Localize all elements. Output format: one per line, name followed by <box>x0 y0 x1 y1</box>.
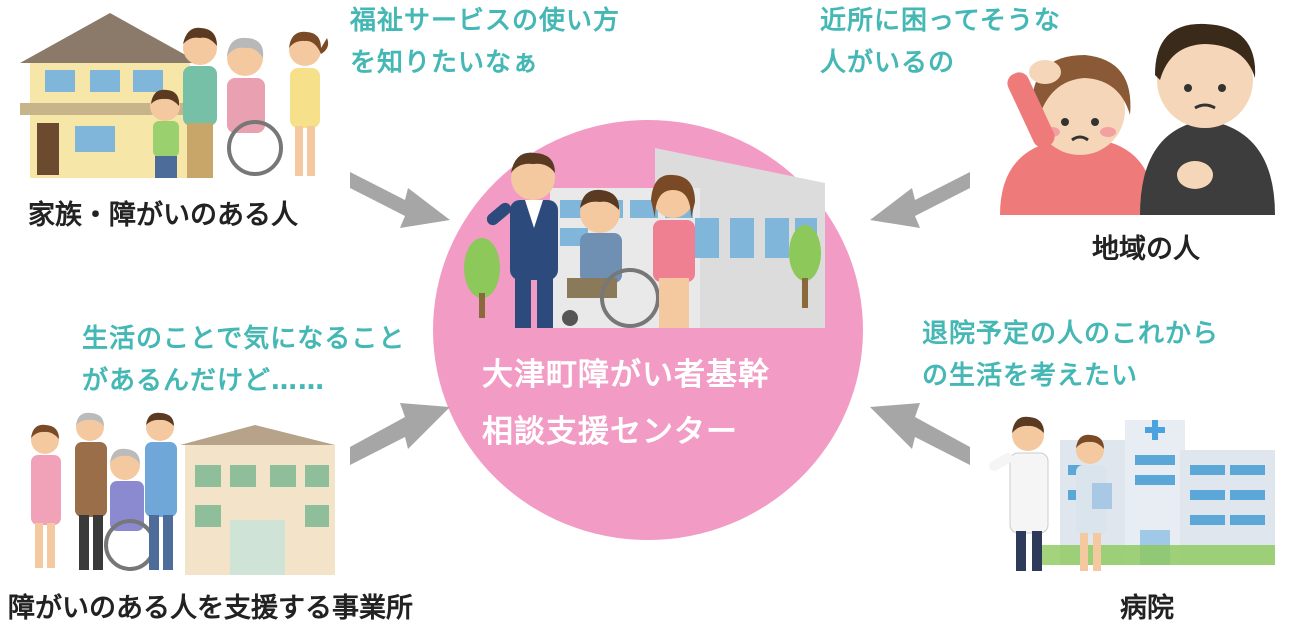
center-name-line1: 大津町障がい者基幹 <box>482 357 770 393</box>
hospital-caption: 病院 <box>1120 593 1174 624</box>
staff-group-icon <box>31 412 177 571</box>
facility-quote-line1: 生活のことで気になること <box>82 324 406 354</box>
wheelchair-icon <box>562 189 660 328</box>
hospital-quote-line2: の生活を考えたい <box>922 361 1139 391</box>
neighbors-quote-line2: 人がいるの <box>820 48 956 78</box>
neighbors-caption: 地域の人 <box>1092 234 1200 265</box>
hospital-quote-line1: 退院予定の人のこれから <box>922 319 1220 349</box>
family-icon <box>150 27 329 178</box>
facility-caption: 障がいのある人を支援する事業所 <box>8 593 413 624</box>
family-caption: 家族・障がいのある人 <box>28 200 298 231</box>
family-quote-line1: 福祉サービスの使い方 <box>350 6 621 36</box>
family-quote-line2: を知りたいなぁ <box>350 48 540 78</box>
worried-woman-icon <box>1000 55 1155 215</box>
arrow-icon <box>870 403 970 465</box>
man-icon <box>1140 23 1275 215</box>
neighbors-illustration <box>1000 23 1275 215</box>
counselor-center-illustration <box>464 148 825 328</box>
counselor-icon <box>486 152 558 328</box>
hospital-icon <box>1040 420 1275 565</box>
hospital-illustration <box>989 416 1275 571</box>
neighbors-quote-line1: 近所に困ってそうな <box>820 6 1061 36</box>
doctor-icon <box>989 416 1049 571</box>
arrow-icon <box>350 403 450 465</box>
care-facility-icon <box>180 425 335 575</box>
facility-illustration <box>31 412 335 575</box>
family-illustration <box>20 13 329 178</box>
center-name-line2: 相談支援センター <box>482 414 738 450</box>
facility-quote-line2: があるんだけど…… <box>82 366 326 396</box>
arrow-icon <box>350 172 450 228</box>
arrow-icon <box>870 172 970 228</box>
nurse-icon <box>1076 434 1112 571</box>
